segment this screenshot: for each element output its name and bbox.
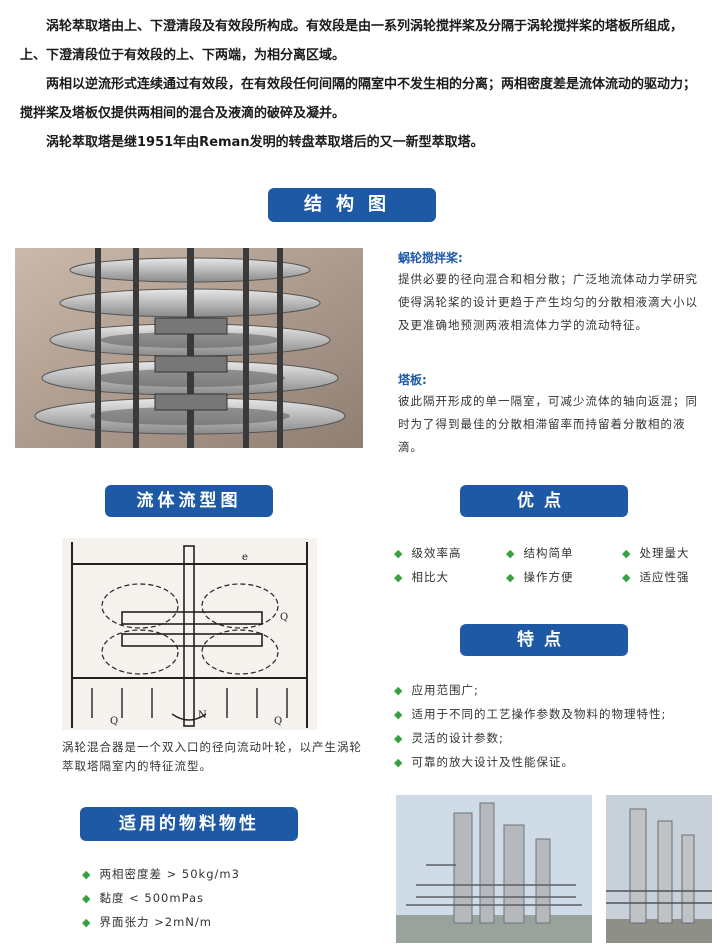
diamond-icon: ◆ xyxy=(394,732,404,745)
diamond-icon: ◆ xyxy=(506,547,516,560)
label-q0b: Q xyxy=(274,716,282,727)
label-e: e xyxy=(242,552,248,563)
list-item: ◆黏度 < 500mPas xyxy=(82,891,205,905)
section-title-structure: 结构图 xyxy=(268,188,436,222)
diamond-icon: ◆ xyxy=(394,547,404,560)
section-title-advantages: 优点 xyxy=(460,485,628,517)
diamond-icon: ◆ xyxy=(394,684,404,697)
label-q1: Q xyxy=(280,612,288,623)
plate-text: 彼此隔开形成的单一隔室，可减少流体的轴向返混；同时为了得到最佳的分散相滞留率而持… xyxy=(398,394,698,454)
section-title-materials: 适用的物料物性 xyxy=(80,807,298,841)
plate-title: 塔板: xyxy=(398,373,427,387)
intro-text: 涡轮萃取塔由上、下澄清段及有效段所构成。有效段是由一系列涡轮搅拌桨及分隔于涡轮搅… xyxy=(20,12,700,157)
list-item: ◆操作方便 xyxy=(506,570,574,584)
diamond-icon: ◆ xyxy=(622,571,632,584)
list-item: ◆相比大 xyxy=(394,570,449,584)
diamond-icon: ◆ xyxy=(394,571,404,584)
diagram-caption: 涡轮混合器是一个双入口的径向流动叶轮，以产生涡轮萃取塔隔室内的特征流型。 xyxy=(62,740,362,773)
diamond-icon: ◆ xyxy=(394,756,404,769)
section-title-flow: 流体流型图 xyxy=(105,485,273,517)
intro-paragraph: 两相以逆流形式连续通过有效段，在有效段任何间隔的隔室中不发生相的分离；两相密度差… xyxy=(20,77,697,121)
materials-list: ◆两相密度差 > 50kg/m3 ◆黏度 < 500mPas ◆界面张力 >2m… xyxy=(82,866,382,936)
impeller-title: 蜗轮搅拌桨: xyxy=(398,251,463,265)
list-item: ◆界面张力 >2mN/m xyxy=(82,915,212,929)
intro-paragraph: 涡轮萃取塔是继1951年由Reman发明的转盘萃取塔后的又一新型萃取塔。 xyxy=(46,135,484,150)
diamond-icon: ◆ xyxy=(82,916,92,929)
diamond-icon: ◆ xyxy=(82,892,92,905)
label-n: N xyxy=(198,710,207,721)
label-q0: Q xyxy=(110,716,118,727)
section-title-features: 特点 xyxy=(460,624,628,656)
list-item: ◆处理量大 xyxy=(622,546,690,560)
impeller-description: 蜗轮搅拌桨: 提供必要的径向混合和相分散；广泛地流体动力学研究使得涡轮桨的设计更… xyxy=(398,248,698,337)
diamond-icon: ◆ xyxy=(82,868,92,881)
list-item: ◆结构简单 xyxy=(506,546,574,560)
list-item: ◆适应性强 xyxy=(622,570,690,584)
advantages-list: ◆级效率高 ◆结构简单 ◆处理量大 ◆相比大 ◆操作方便 ◆适应性强 xyxy=(394,545,714,590)
flow-pattern-diagram: e Q Q Q N xyxy=(62,538,317,730)
diamond-icon: ◆ xyxy=(506,571,516,584)
plant-photo xyxy=(396,795,592,943)
list-item: ◆可靠的放大设计及性能保证。 xyxy=(394,755,574,769)
list-item: ◆应用范围广; xyxy=(394,683,479,697)
tower-internals-photo xyxy=(15,248,363,448)
diamond-icon: ◆ xyxy=(394,708,404,721)
list-item: ◆灵活的设计参数; xyxy=(394,731,504,745)
intro-paragraph: 涡轮萃取塔由上、下澄清段及有效段所构成。有效段是由一系列涡轮搅拌桨及分隔于涡轮搅… xyxy=(20,19,684,63)
features-list: ◆应用范围广; ◆适用于不同的工艺操作参数及物料的物理特性; ◆灵活的设计参数;… xyxy=(394,682,714,772)
plate-description: 塔板: 彼此隔开形成的单一隔室，可减少流体的轴向返混；同时为了得到最佳的分散相滞… xyxy=(398,370,698,459)
plant-photo xyxy=(606,795,712,943)
list-item: ◆级效率高 xyxy=(394,546,462,560)
impeller-text: 提供必要的径向混合和相分散；广泛地流体动力学研究使得涡轮桨的设计更趋于产生均匀的… xyxy=(398,272,698,332)
list-item: ◆适用于不同的工艺操作参数及物料的物理特性; xyxy=(394,707,667,721)
diamond-icon: ◆ xyxy=(622,547,632,560)
list-item: ◆两相密度差 > 50kg/m3 xyxy=(82,867,240,881)
